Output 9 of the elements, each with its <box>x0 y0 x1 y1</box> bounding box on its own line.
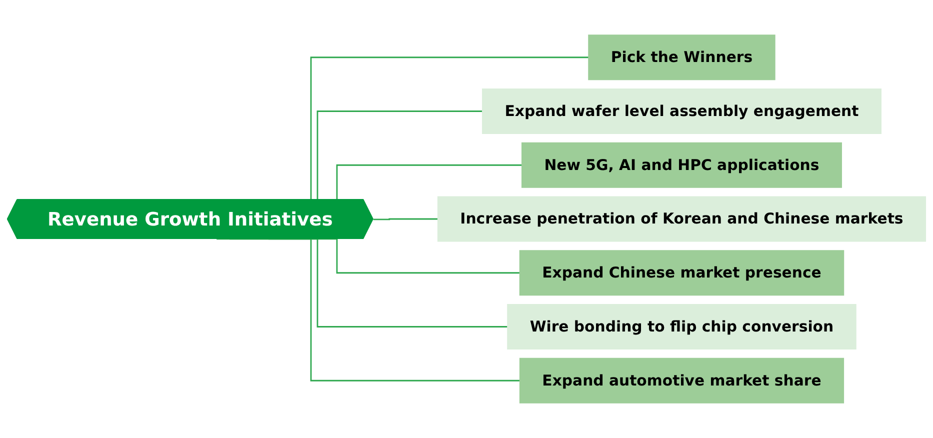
node-box: Expand wafer level assembly engagement <box>482 88 882 134</box>
node-box: New 5G, AI and HPC applications <box>521 142 842 188</box>
node-box: Expand Chinese market presence <box>519 250 844 296</box>
connector <box>373 218 438 220</box>
node-box: Expand automotive market share <box>519 358 844 404</box>
node-box: Wire bonding to flip chip conversion <box>507 304 856 350</box>
connector <box>216 238 520 382</box>
node-box: Increase penetration of Korean and Chinese markets <box>437 196 926 242</box>
node-box: Pick the Winners <box>588 34 776 80</box>
